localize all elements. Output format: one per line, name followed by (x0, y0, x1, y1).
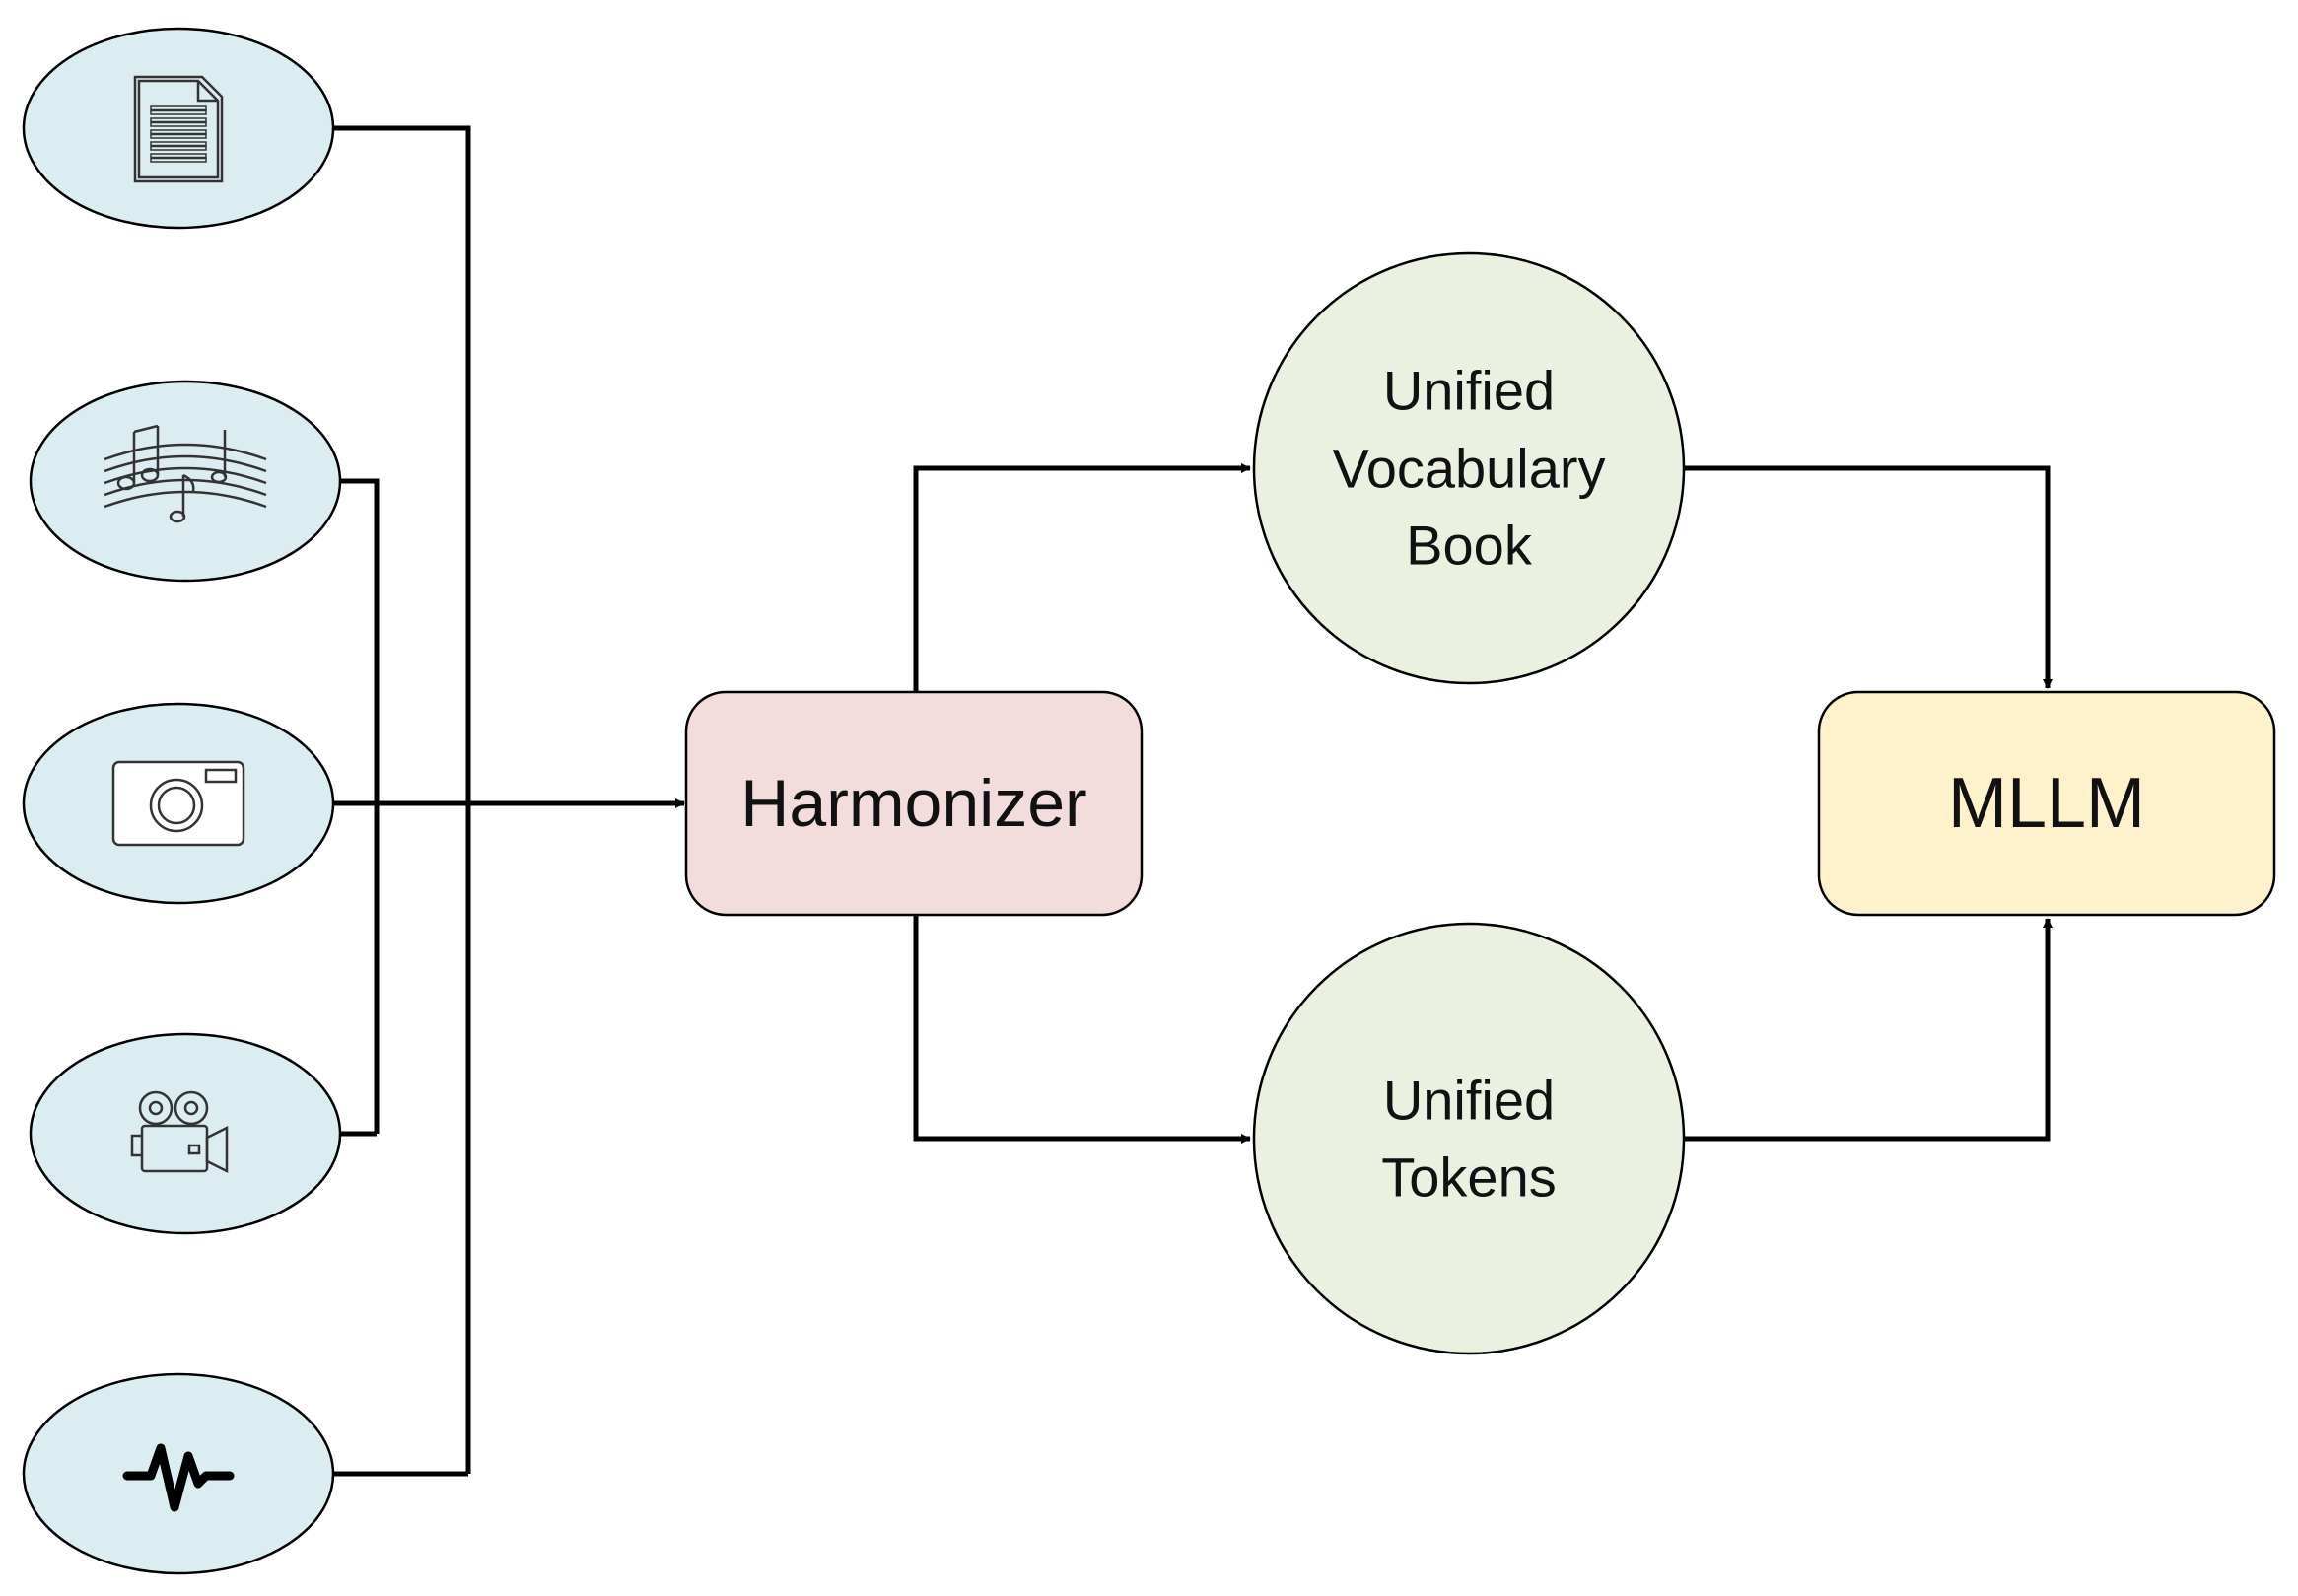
document-icon (133, 75, 224, 183)
vocabulary-book-line-1: Unified (1383, 360, 1555, 422)
edge-harmonizer-to-vocabulary (913, 463, 1251, 692)
input-signal (22, 1372, 335, 1575)
unified-tokens-node: Unified Tokens (1252, 922, 1686, 1355)
camera-icon (111, 760, 245, 847)
edge-harmonizer-to-tokens (913, 915, 1251, 1144)
vocabulary-book-node: Unified Vocabulary Book (1252, 251, 1686, 685)
input-image (22, 702, 335, 905)
video-camera-icon (130, 1090, 229, 1174)
harmonizer-node: Harmonizer (684, 690, 1144, 917)
edges (333, 125, 2053, 1477)
edge-vocabulary-to-mllm (1684, 465, 2053, 689)
input-document (22, 27, 335, 230)
music-notes-icon (104, 424, 267, 523)
unified-tokens-line-2: Tokens (1381, 1146, 1556, 1209)
input-music (29, 380, 342, 583)
input-video (29, 1032, 342, 1235)
edge-tokens-to-mllm (1684, 918, 2053, 1142)
input-nodes (22, 27, 342, 1575)
edge-document-bus (333, 125, 471, 1474)
waveform-icon (122, 1443, 235, 1512)
mllm-label: MLLM (1948, 764, 2145, 843)
unified-tokens-line-1: Unified (1383, 1070, 1555, 1132)
edge-music-bus (340, 478, 380, 1134)
vocabulary-book-line-3: Book (1406, 515, 1533, 577)
mllm-node: MLLM (1817, 690, 2276, 917)
vocabulary-book-line-2: Vocabulary (1332, 438, 1605, 500)
harmonizer-label: Harmonizer (740, 766, 1086, 841)
